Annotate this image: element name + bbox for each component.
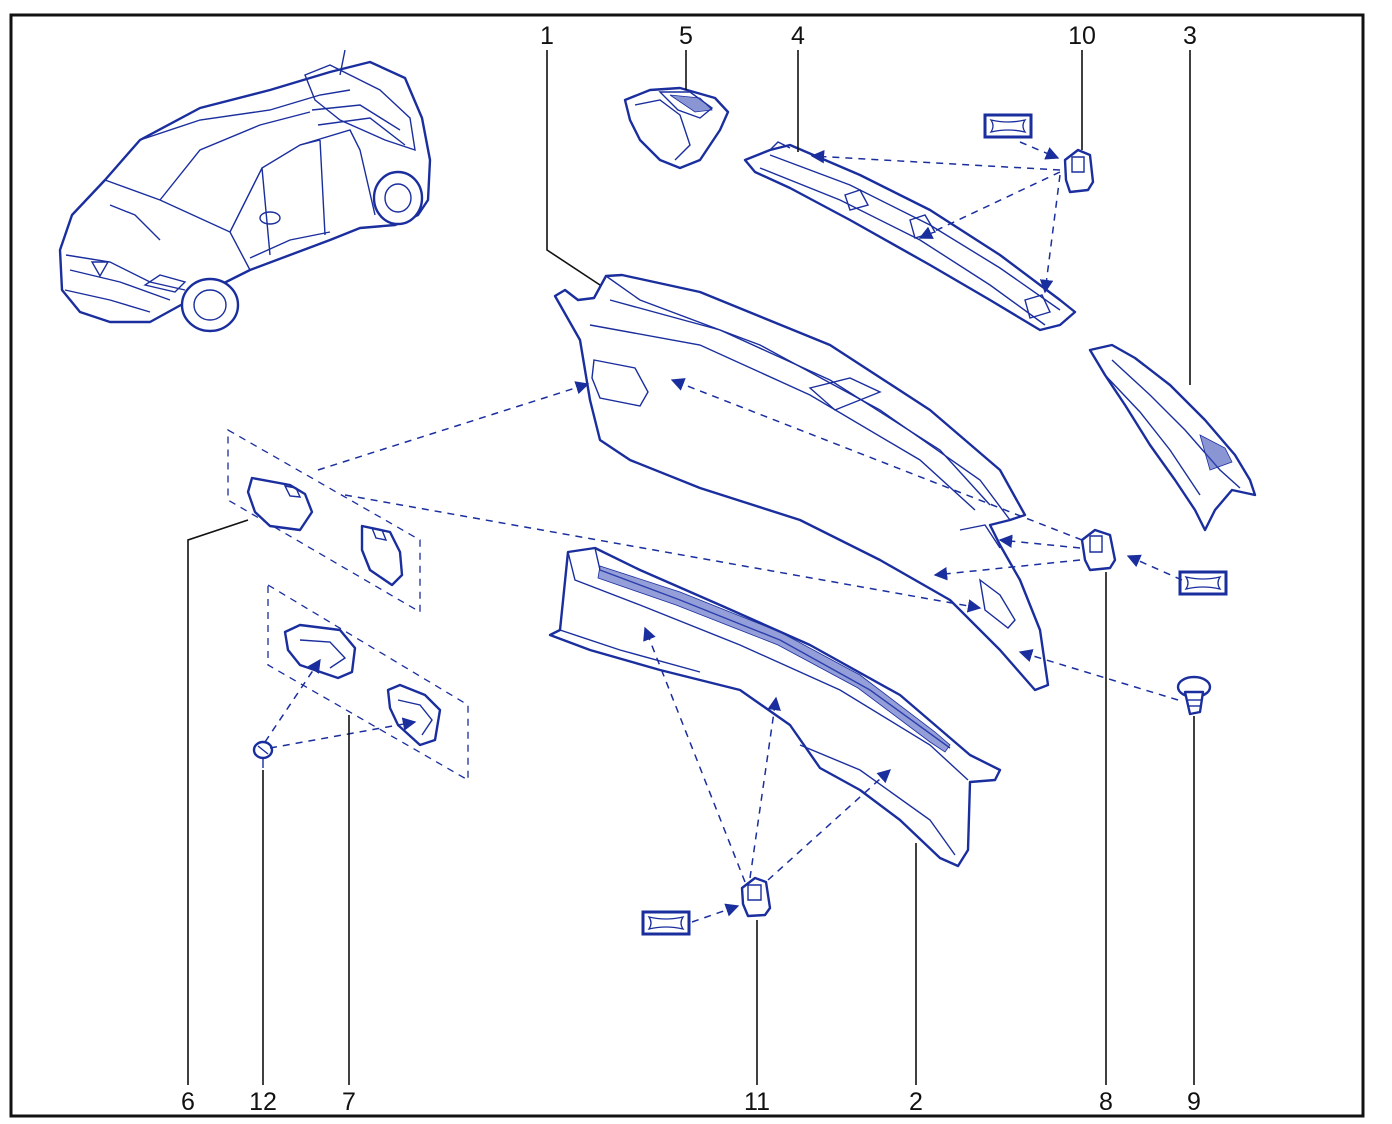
leader-lines	[187, 50, 1195, 1085]
callout-11: 11	[744, 1088, 770, 1116]
vehicle-illustration	[58, 49, 432, 333]
callout-8: 8	[1099, 1088, 1113, 1116]
part-12-screw	[252, 740, 274, 768]
callout-1: 1	[540, 22, 554, 50]
part-5-bracket	[623, 86, 730, 170]
callout-12: 12	[249, 1088, 277, 1116]
part-8-clip	[1080, 528, 1117, 572]
tag-box-11	[641, 910, 691, 936]
part-9-push-pin	[1176, 675, 1212, 716]
part-7-brackets	[267, 583, 469, 782]
part-10-clip	[1063, 148, 1095, 194]
tag-box-8	[1178, 570, 1228, 596]
tag-box-10	[983, 113, 1033, 139]
callout-5: 5	[679, 22, 693, 50]
callout-numbers: 1 2 3 4 5 6 7 8 9 10 11 12	[181, 22, 1201, 1116]
callout-6: 6	[181, 1088, 195, 1116]
part-4-upper-rail-trim	[743, 141, 1077, 332]
callout-10: 10	[1068, 22, 1096, 50]
callout-3: 3	[1183, 22, 1197, 50]
assembly-arrows	[264, 141, 1183, 923]
part-11-clip	[740, 876, 772, 918]
callout-2: 2	[909, 1088, 923, 1116]
callout-9: 9	[1187, 1088, 1201, 1116]
callout-7: 7	[342, 1088, 356, 1116]
callout-4: 4	[791, 22, 805, 50]
part-3-pillar-trim	[1088, 343, 1257, 532]
diagram-frame	[9, 13, 1365, 1118]
part-6-cover-caps	[227, 428, 421, 614]
